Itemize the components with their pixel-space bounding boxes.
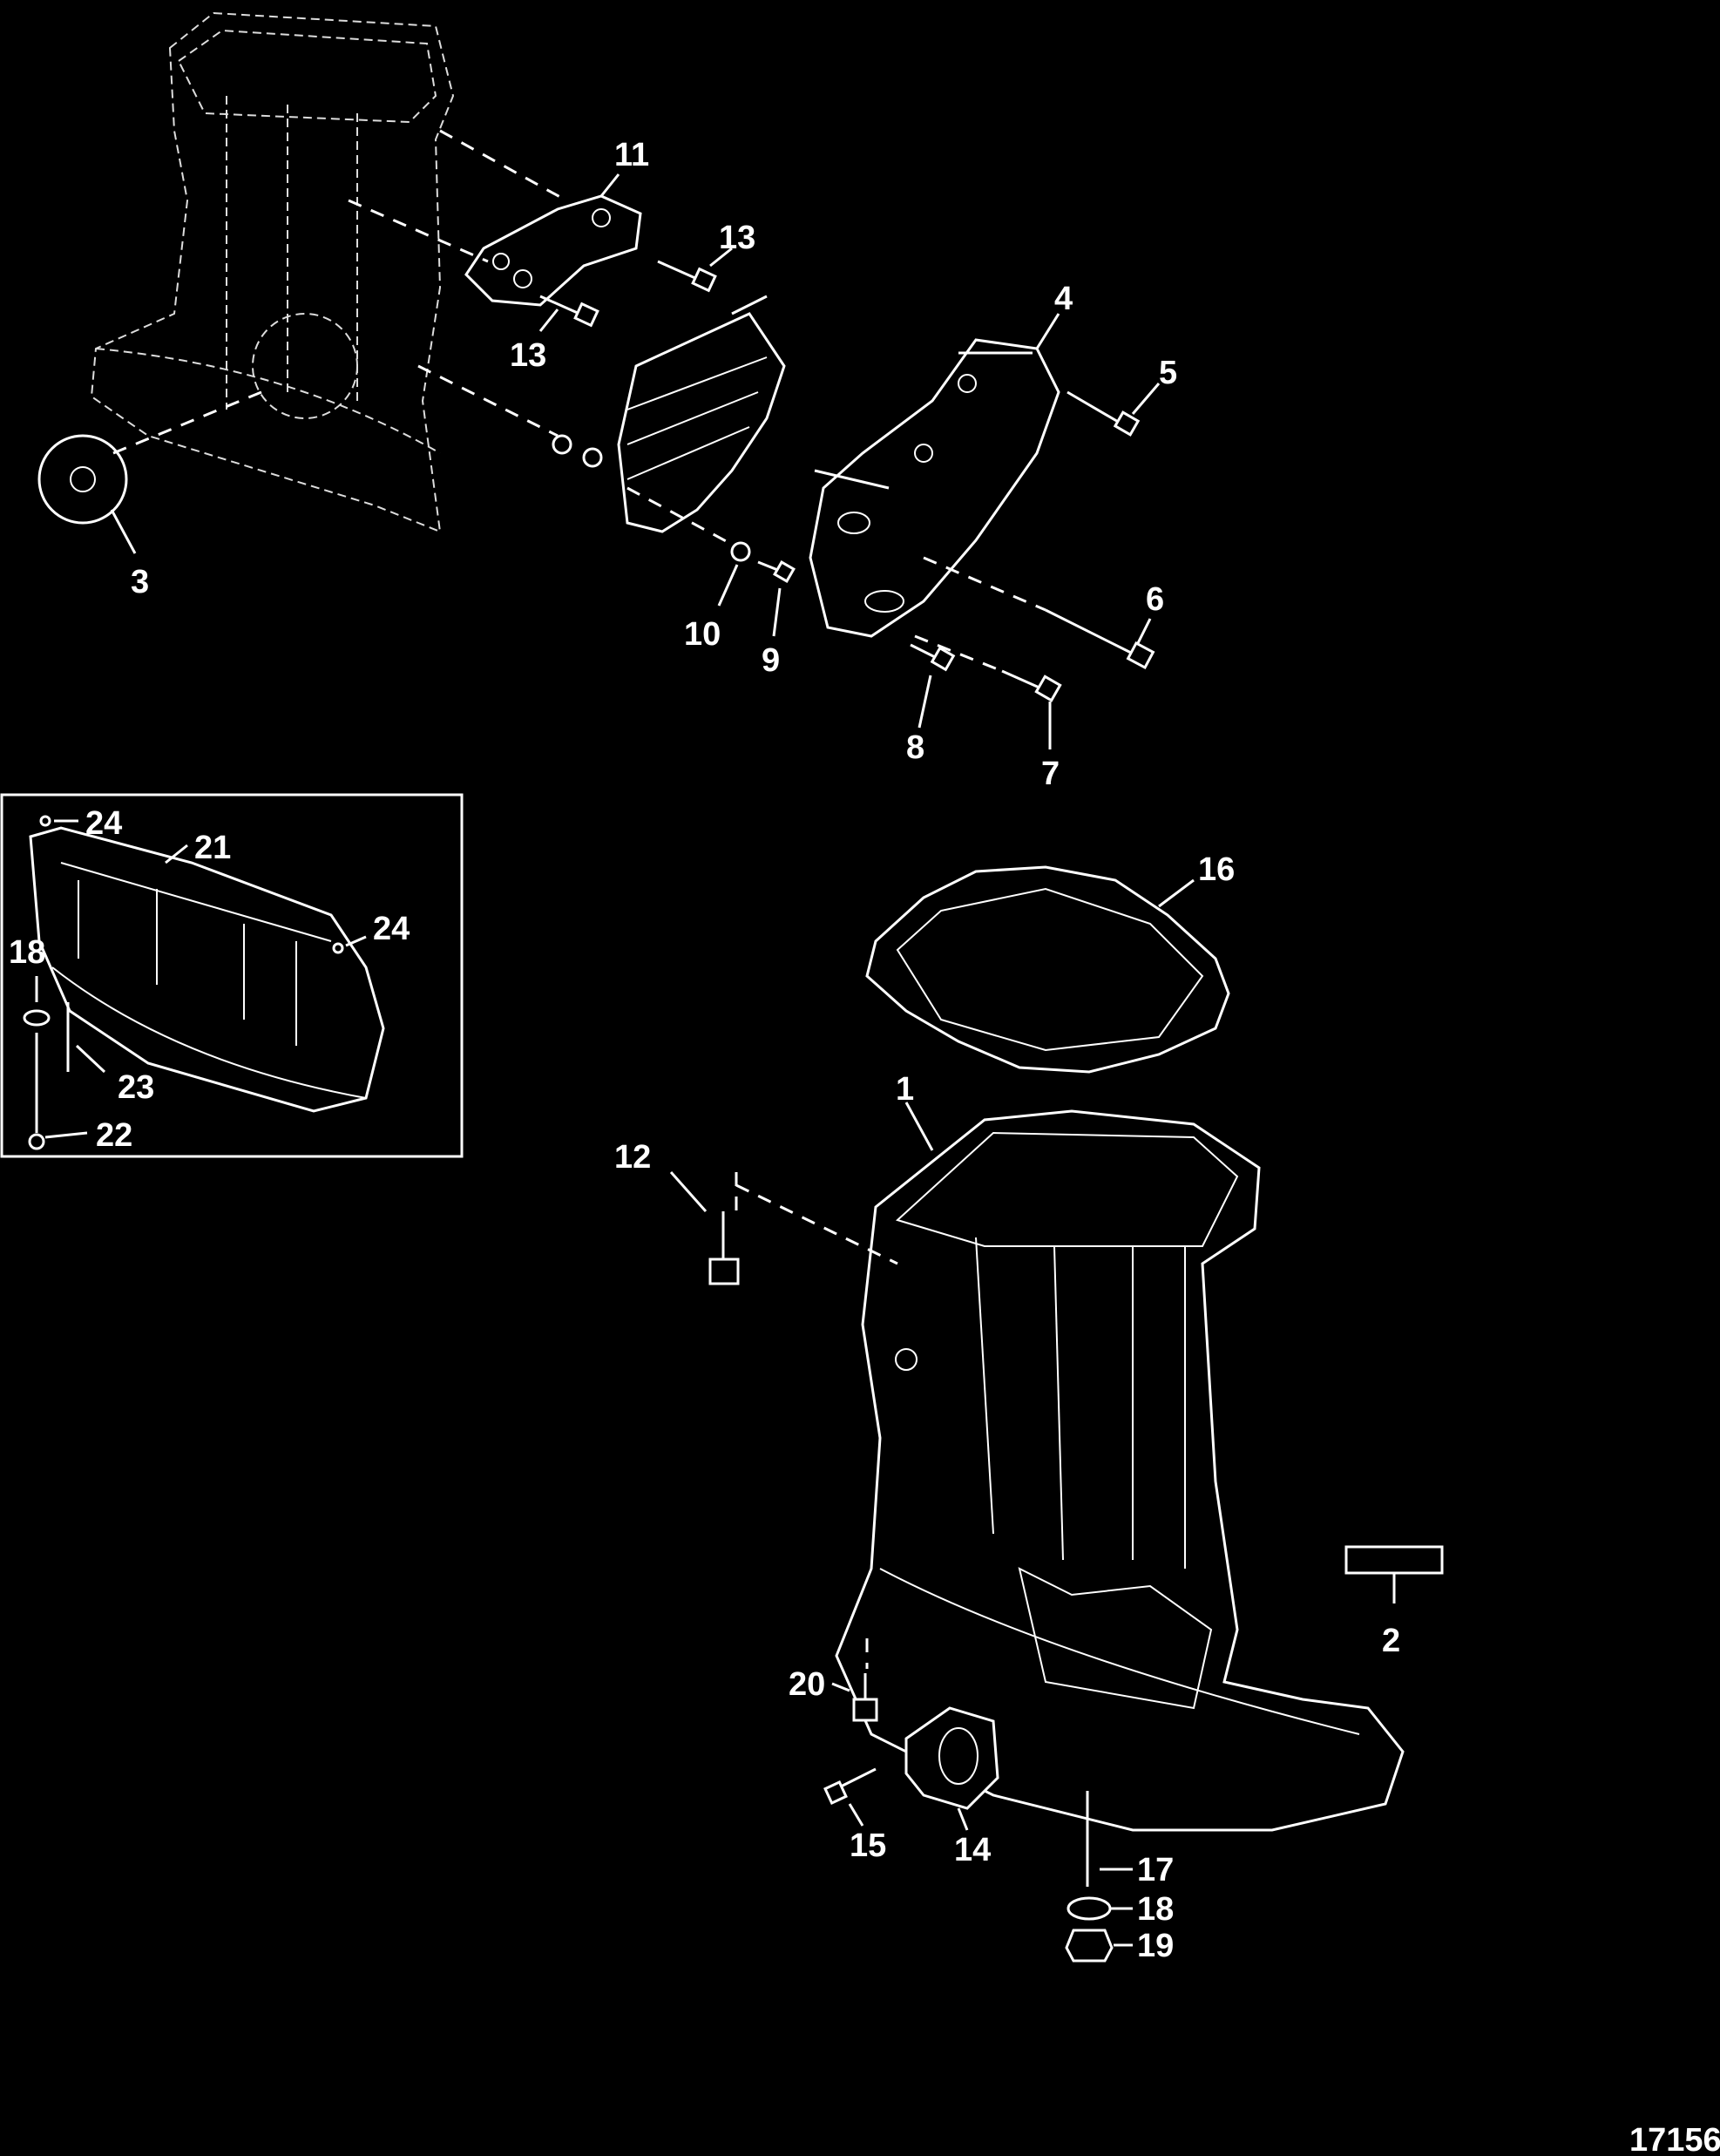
callout-5: 5 xyxy=(1159,355,1177,391)
part-4-mount-bracket xyxy=(809,313,1060,638)
part-19-nut xyxy=(1065,1929,1133,1963)
part-3-cover-plate xyxy=(37,390,262,554)
adapter-block xyxy=(417,295,786,551)
part-10-washer xyxy=(717,541,751,607)
callout-13-upper: 13 xyxy=(719,220,755,256)
part-12-bolt xyxy=(669,1171,740,1285)
part-6-bolt xyxy=(923,556,1155,670)
inset-box xyxy=(0,793,464,1158)
part-15-bolt xyxy=(823,1767,877,1827)
part-13-bolt-lower xyxy=(538,295,599,332)
part-1-driveshaft-housing xyxy=(735,1102,1405,1832)
callout-18-main: 18 xyxy=(1137,1891,1174,1928)
callout-3: 3 xyxy=(131,564,149,600)
callout-6: 6 xyxy=(1146,581,1164,618)
part-9-bolt xyxy=(757,560,796,637)
callout-18-inset: 18 xyxy=(9,934,45,971)
callout-17: 17 xyxy=(1137,1852,1174,1888)
figure-id: 17156 xyxy=(1629,2122,1720,2156)
part-2-decal xyxy=(1344,1545,1444,1603)
callout-22: 22 xyxy=(96,1117,132,1154)
callout-24-right: 24 xyxy=(373,911,410,947)
ghost-driveshaft-housing xyxy=(90,11,455,533)
part-18-washer xyxy=(1067,1896,1133,1921)
callout-21: 21 xyxy=(194,830,231,866)
callout-1: 1 xyxy=(896,1071,914,1108)
callout-16: 16 xyxy=(1198,851,1235,888)
callout-20: 20 xyxy=(789,1666,825,1703)
callout-24-top: 24 xyxy=(85,805,122,842)
callout-15: 15 xyxy=(850,1827,886,1864)
part-17-stud xyxy=(1086,1791,1133,1887)
callout-2: 2 xyxy=(1382,1623,1400,1659)
callout-13-lower: 13 xyxy=(510,337,546,374)
part-5-bolt xyxy=(1067,383,1161,437)
part-16-gasket xyxy=(865,865,1230,1074)
callout-11: 11 xyxy=(614,137,649,173)
part-7-bolt xyxy=(914,634,1062,749)
callout-7: 7 xyxy=(1041,756,1060,792)
callout-labels: 1 2 3 4 5 6 7 8 9 10 11 12 13 13 14 15 1… xyxy=(9,137,1400,1964)
callout-8: 8 xyxy=(906,729,924,766)
callout-19: 19 xyxy=(1137,1928,1174,1964)
callout-9: 9 xyxy=(762,642,780,679)
part-20-stud xyxy=(831,1638,878,1722)
part-13-bolt-upper xyxy=(657,247,733,293)
callout-12: 12 xyxy=(614,1139,651,1176)
callout-10: 10 xyxy=(684,616,721,653)
callout-14: 14 xyxy=(954,1832,991,1868)
callout-4: 4 xyxy=(1054,281,1073,317)
part-14-clamp xyxy=(904,1706,999,1831)
part-11-bracket xyxy=(348,129,642,307)
callout-23: 23 xyxy=(118,1069,154,1106)
part-8-bolt xyxy=(910,643,956,729)
